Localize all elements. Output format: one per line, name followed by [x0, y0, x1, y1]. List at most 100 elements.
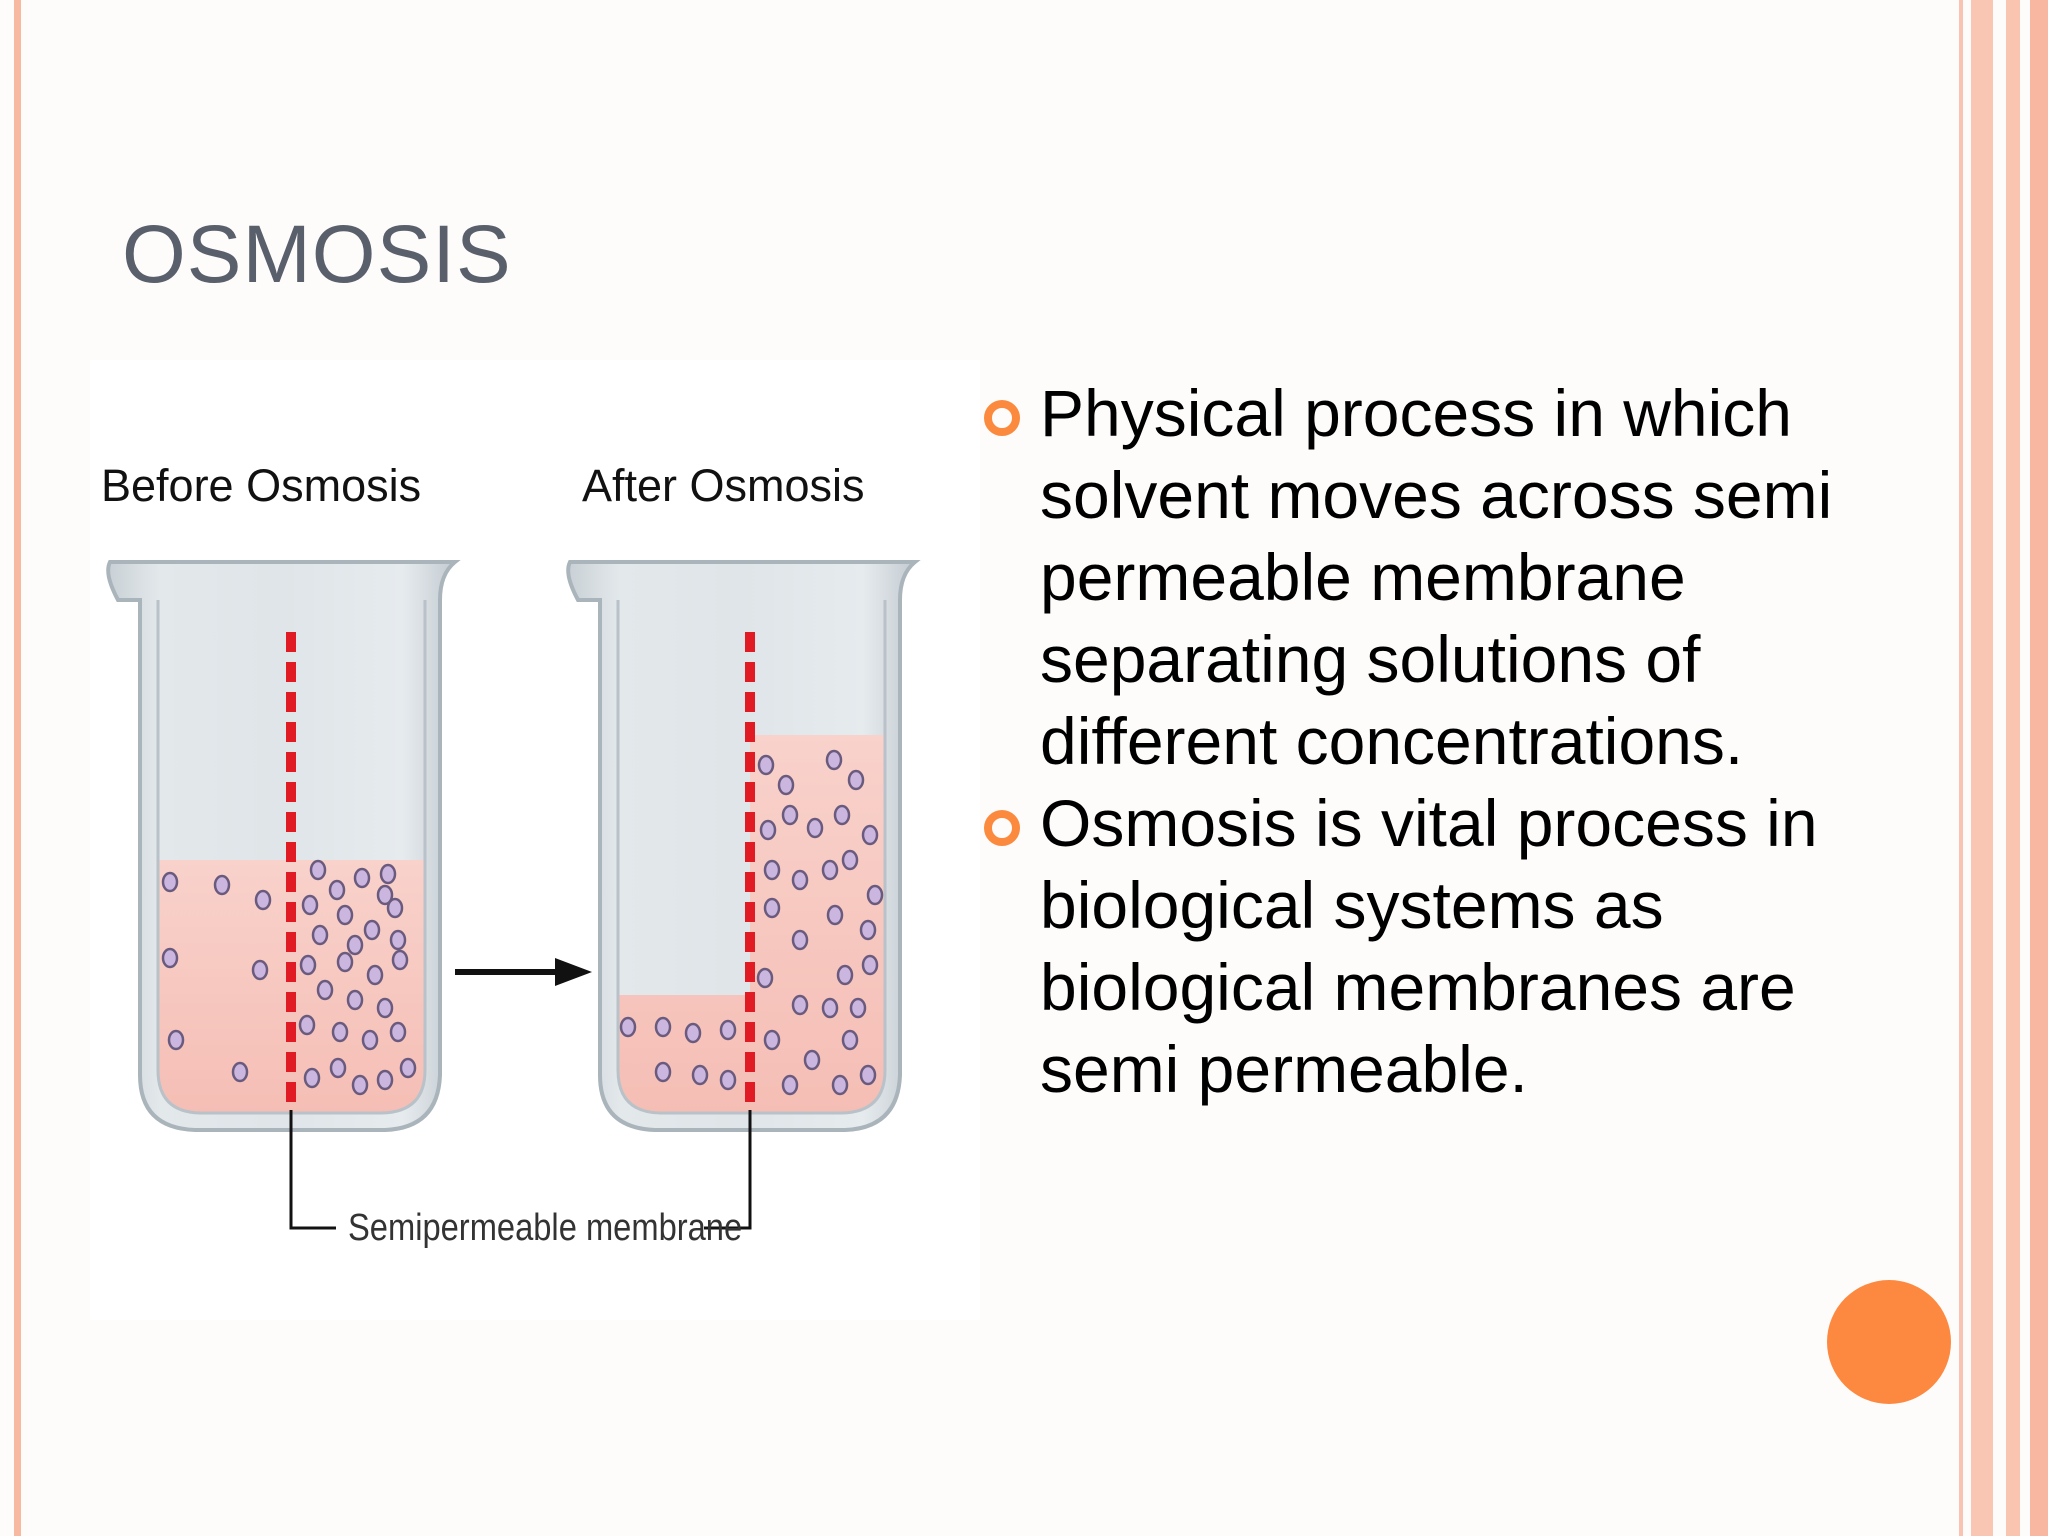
membrane-dash: [286, 692, 296, 712]
membrane-dash: [745, 812, 755, 832]
solute-particle: [691, 1064, 709, 1086]
solute-particle: [759, 819, 777, 841]
membrane-dash: [286, 752, 296, 772]
solute-particle: [684, 1022, 702, 1044]
right-border-stripe: [1971, 0, 1993, 1536]
solute-particle: [363, 919, 381, 941]
caption-after-osmosis: After Osmosis: [582, 460, 865, 511]
solute-particle: [316, 979, 334, 1001]
bullet-text: Physical process in which solvent moves …: [1040, 376, 1833, 778]
solute-particle: [781, 1074, 799, 1096]
solute-particle: [791, 994, 809, 1016]
slide-title: OSMOSIS: [122, 209, 512, 300]
solute-particle: [791, 869, 809, 891]
solute-particle: [821, 859, 839, 881]
solute-particle: [826, 904, 844, 926]
right-border-stripe: [1959, 0, 1963, 1536]
solute-particle: [825, 749, 843, 771]
solute-particle: [386, 897, 404, 919]
membrane-dash: [745, 1082, 755, 1102]
solute-particle: [866, 884, 884, 906]
membrane-dash: [286, 842, 296, 862]
solute-particle: [379, 863, 397, 885]
solute-particle: [366, 964, 384, 986]
bullet-item: Physical process in which solvent moves …: [974, 372, 1934, 782]
bullet-text: Osmosis is vital process in biological s…: [1040, 786, 1818, 1106]
membrane-dash: [745, 1052, 755, 1072]
membrane-dash: [745, 662, 755, 682]
membrane-dash: [286, 1052, 296, 1072]
solute-particle: [336, 904, 354, 926]
solute-particle: [389, 1021, 407, 1043]
solute-particle: [329, 1057, 347, 1079]
membrane-dash: [745, 632, 755, 652]
solute-particle: [389, 929, 407, 951]
solute-particle: [351, 1074, 369, 1096]
membrane-dash: [745, 752, 755, 772]
solute-particle: [806, 817, 824, 839]
bullet-item: Osmosis is vital process in biological s…: [974, 782, 1934, 1110]
solute-particle: [654, 1061, 672, 1083]
right-border-stripe: [2030, 0, 2048, 1536]
solute-particle: [859, 1064, 877, 1086]
solute-particle: [836, 964, 854, 986]
solute-particle: [719, 1069, 737, 1091]
solute-particle: [361, 1029, 379, 1051]
membrane-dash: [286, 662, 296, 682]
solute-particle: [346, 934, 364, 956]
solute-particle: [167, 1029, 185, 1051]
solute-particle: [336, 951, 354, 973]
membrane-dash: [286, 812, 296, 832]
solute-particle: [619, 1016, 637, 1038]
membrane-label-bracket: [289, 1110, 752, 1230]
solute-particle: [777, 774, 795, 796]
caption-before-osmosis: Before Osmosis: [101, 460, 422, 511]
membrane-dash: [745, 842, 755, 862]
beaker-after: [566, 560, 921, 1132]
membrane-dash: [286, 722, 296, 742]
membrane-dash: [745, 872, 755, 892]
solute-particle: [841, 1029, 859, 1051]
membrane-dash: [286, 902, 296, 922]
solute-particle: [861, 954, 879, 976]
membrane-dash: [286, 962, 296, 982]
membrane-line-before: [286, 632, 296, 1102]
solute-particle: [303, 1067, 321, 1089]
solute-particle: [654, 1016, 672, 1038]
solute-particle: [299, 954, 317, 976]
solute-particle: [803, 1049, 821, 1071]
solute-particle: [301, 894, 319, 916]
solute-particle: [298, 1014, 316, 1036]
membrane-dash: [745, 992, 755, 1012]
membrane-dash: [286, 632, 296, 652]
solute-particle: [309, 859, 327, 881]
left-border-stripe: [14, 0, 21, 1536]
solute-particle: [861, 824, 879, 846]
solute-particle: [849, 997, 867, 1019]
solute-particle: [859, 919, 877, 941]
solute-particle: [756, 967, 774, 989]
membrane-dash: [745, 722, 755, 742]
membrane-dash: [745, 962, 755, 982]
bullet-circle-icon: [984, 810, 1020, 846]
bullet-list: Physical process in which solvent moves …: [974, 372, 1934, 1110]
solute-particle: [391, 949, 409, 971]
solute-particle: [161, 947, 179, 969]
solute-particle: [376, 884, 394, 906]
solute-particle: [847, 769, 865, 791]
solute-particle: [719, 1019, 737, 1041]
solute-particle: [161, 871, 179, 893]
membrane-dash: [286, 992, 296, 1012]
beaker-before: [106, 560, 461, 1132]
solute-particle: [821, 997, 839, 1019]
membrane-label: Semipermeable membrane: [348, 1207, 743, 1249]
solute-particle: [376, 997, 394, 1019]
membrane-dash: [286, 932, 296, 952]
membrane-dash: [286, 782, 296, 802]
solute-particle: [251, 959, 269, 981]
particles-after: [619, 749, 884, 1096]
decorative-orange-circle: [1827, 1280, 1951, 1404]
solute-particle: [763, 1029, 781, 1051]
solute-particle: [213, 874, 231, 896]
